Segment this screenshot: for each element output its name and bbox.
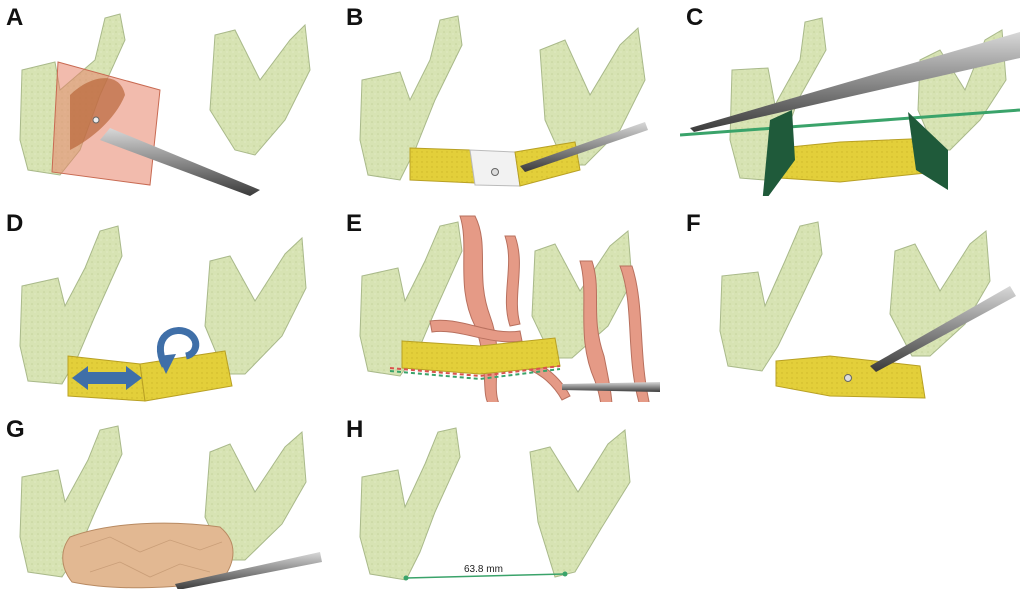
panel-label: C [686, 4, 703, 32]
graft-segment-right [140, 351, 232, 401]
mandible-right-segment [530, 430, 630, 577]
panel-label: H [346, 416, 363, 444]
mandible-left-segment [720, 222, 822, 371]
mandible-left-segment [360, 428, 460, 580]
panel-c-illustration [680, 0, 1020, 196]
panel-a: A [0, 0, 340, 196]
measurement-endpoint-left [404, 576, 409, 581]
panel-label: F [686, 210, 701, 238]
mandible-right-segment [210, 25, 310, 155]
panel-g-illustration [0, 412, 340, 589]
pointer-tip-marker [93, 117, 99, 123]
panel-c: C [680, 0, 1020, 196]
measurement-endpoint-right [563, 572, 568, 577]
pointer-tip-marker [492, 169, 499, 176]
panel-label: D [6, 210, 23, 238]
panel-a-illustration [0, 0, 340, 196]
panel-h-illustration [340, 412, 680, 589]
pointer-tip-marker [845, 375, 852, 382]
panel-g: G [0, 412, 340, 589]
panel-b: B [340, 0, 680, 196]
panel-label: B [346, 4, 363, 32]
panel-label: G [6, 416, 25, 444]
panel-d-illustration [0, 206, 340, 402]
panel-b-illustration [340, 0, 680, 196]
panel-label: A [6, 4, 23, 32]
panel-d: D [0, 206, 340, 402]
panel-label: E [346, 210, 362, 238]
measurement-label: 63.8 mm [464, 564, 503, 575]
graft-segment-left [410, 148, 475, 183]
panel-f-illustration [680, 206, 1020, 402]
panel-f: F [680, 206, 1020, 402]
surgical-pointer [562, 382, 660, 392]
panel-e: E [340, 206, 680, 402]
panel-h: H 63.8 mm [340, 412, 680, 589]
panel-e-illustration [340, 206, 680, 402]
graft-block [780, 138, 935, 182]
